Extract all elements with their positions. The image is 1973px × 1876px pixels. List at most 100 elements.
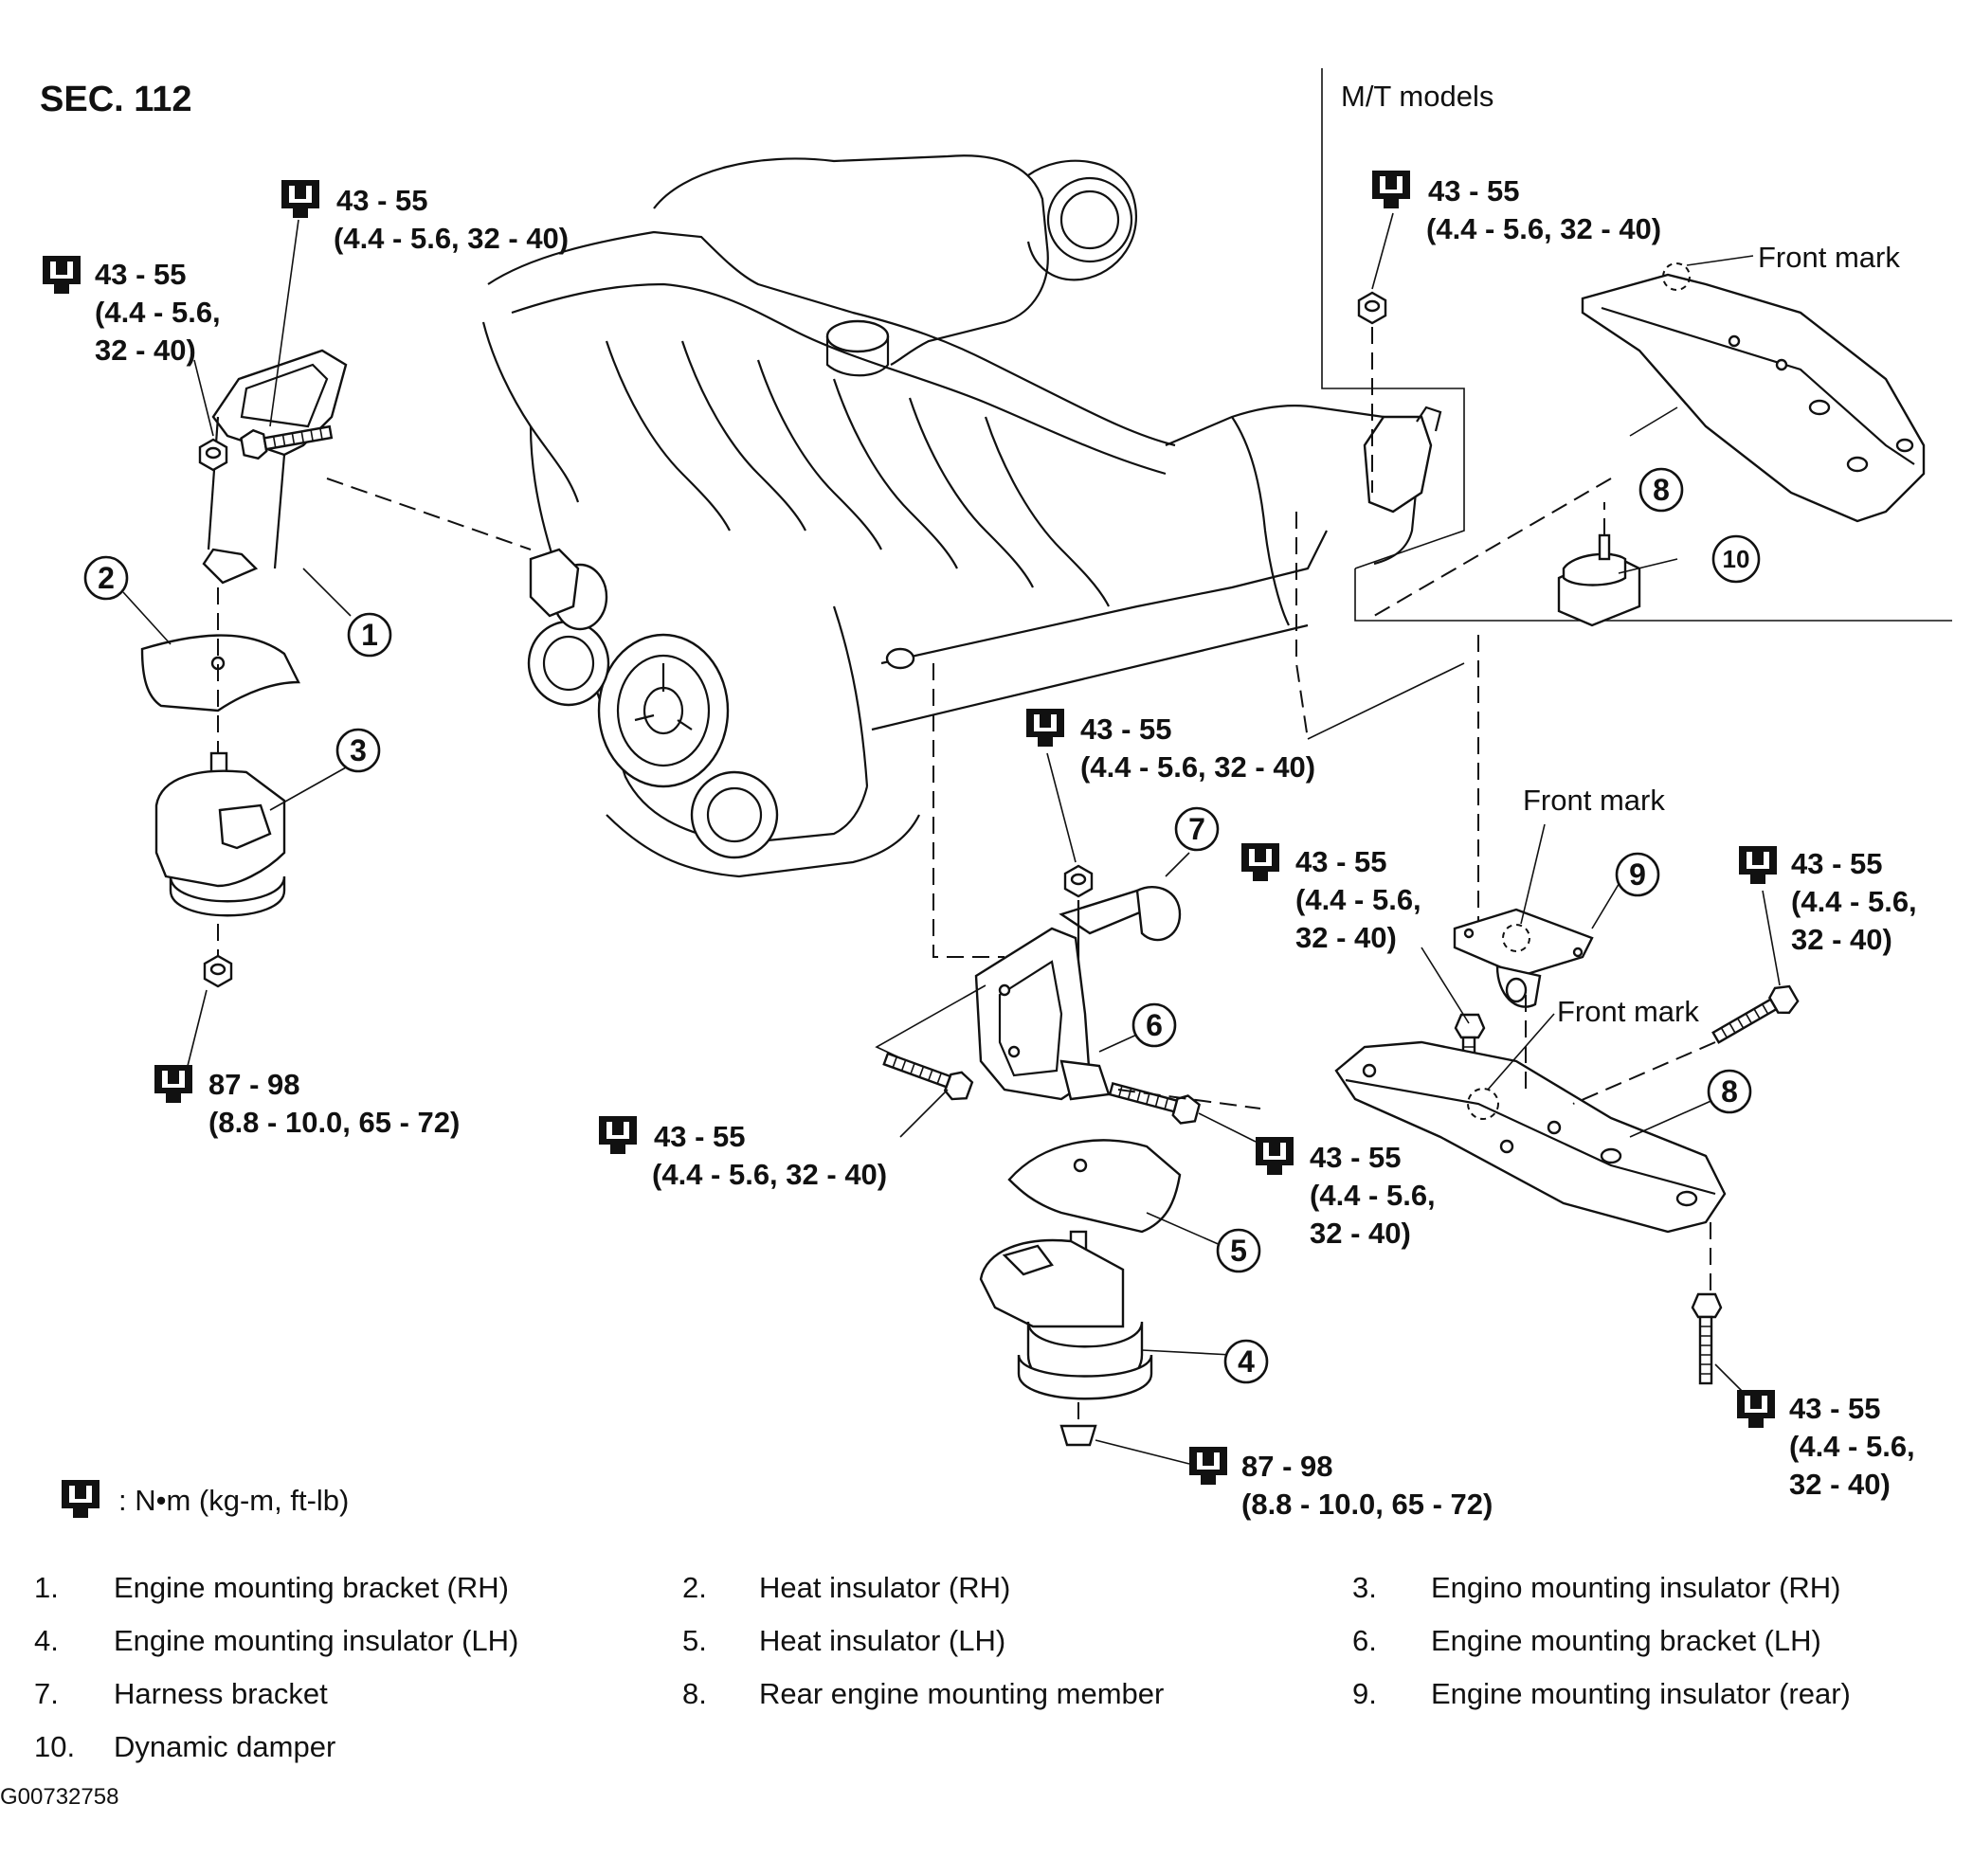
legend-text: Heat insulator (LH) (759, 1624, 1006, 1657)
figure-code: G00732758 (0, 1784, 118, 1810)
legend-text: Engine mounting insulator (LH) (114, 1624, 519, 1657)
svg-text:5: 5 (1230, 1234, 1247, 1268)
engine-assembly (481, 154, 1442, 878)
mt-models-label: M/T models (1341, 80, 1493, 113)
rh-mount-group (122, 349, 532, 1067)
torque-note-9: 43 - 55 (4.4 - 5.6, 32 - 40) (1198, 1112, 1436, 1250)
callout-7: 7 (1174, 806, 1220, 852)
callout-1: 1 (347, 612, 392, 658)
legend-number: 10. (34, 1730, 76, 1763)
callout-8-inset: 8 (1638, 467, 1684, 513)
torque-note-3: 43 - 55 (4.4 - 5.6, 32 - 40) (1371, 171, 1661, 290)
legend-text: Harness bracket (114, 1677, 328, 1710)
svg-text:: N•m (kg-m, ft-lb): : N•m (kg-m, ft-lb) (118, 1484, 349, 1517)
svg-text:87 - 98: 87 - 98 (208, 1068, 300, 1101)
svg-text:7: 7 (1188, 812, 1205, 846)
section-title: SEC. 112 (40, 80, 192, 119)
svg-text:32 - 40): 32 - 40) (1295, 921, 1397, 954)
legend-text: Rear engine mounting member (759, 1677, 1165, 1710)
svg-text:10: 10 (1723, 545, 1750, 573)
legend-number: 6. (1352, 1624, 1377, 1657)
heat-insulator-rh (140, 634, 300, 713)
front-mark-label-inset: Front mark (1758, 241, 1900, 274)
svg-text:43 - 55: 43 - 55 (1789, 1392, 1881, 1425)
svg-text:43 - 55: 43 - 55 (1295, 845, 1387, 878)
torque-note-11: 43 - 55 (4.4 - 5.6, 32 - 40) (1737, 1390, 1915, 1501)
callout-3: 3 (335, 728, 381, 773)
svg-text:4: 4 (1238, 1344, 1255, 1379)
callout-6: 6 (1131, 1002, 1177, 1048)
svg-text:32 - 40): 32 - 40) (1791, 923, 1892, 956)
rear-member-inset (1581, 262, 1926, 523)
svg-text:(8.8 - 10.0, 65 - 72): (8.8 - 10.0, 65 - 72) (1241, 1488, 1493, 1521)
legend-text: Dynamic damper (114, 1730, 336, 1763)
svg-text:(4.4 - 5.6,: (4.4 - 5.6, (95, 296, 221, 329)
callout-2: 2 (83, 555, 129, 601)
engine-mounting-insulator-rh (154, 751, 286, 917)
torque-note-10: 87 - 98 (8.8 - 10.0, 65 - 72) (1189, 1447, 1493, 1521)
svg-text:43 - 55: 43 - 55 (336, 184, 428, 217)
legend-number: 7. (34, 1677, 59, 1710)
engine-mounting-bracket-rh (202, 349, 348, 585)
svg-text:43 - 55: 43 - 55 (1310, 1141, 1402, 1174)
svg-text:(4.4 - 5.6, 32 - 40): (4.4 - 5.6, 32 - 40) (1080, 750, 1315, 784)
legend-text: Engine mounting bracket (RH) (114, 1571, 509, 1604)
svg-text:1: 1 (361, 618, 378, 652)
legend-text: Engine mounting insulator (rear) (1431, 1677, 1851, 1710)
svg-text:(4.4 - 5.6,: (4.4 - 5.6, (1310, 1179, 1436, 1212)
svg-text:43 - 55: 43 - 55 (1080, 713, 1172, 746)
svg-text:3: 3 (350, 733, 367, 767)
svg-text:(4.4 - 5.6, 32 - 40): (4.4 - 5.6, 32 - 40) (1426, 212, 1661, 245)
svg-text:6: 6 (1146, 1008, 1163, 1042)
legend-number: 9. (1352, 1677, 1377, 1710)
svg-text:32 - 40): 32 - 40) (95, 334, 196, 367)
front-mark-label-8: Front mark (1557, 995, 1699, 1028)
callout-9: 9 (1615, 852, 1660, 897)
svg-text:(4.4 - 5.6,: (4.4 - 5.6, (1789, 1430, 1915, 1463)
svg-text:43 - 55: 43 - 55 (1791, 847, 1883, 880)
svg-text:(4.4 - 5.6, 32 - 40): (4.4 - 5.6, 32 - 40) (652, 1158, 887, 1191)
callout-8: 8 (1707, 1069, 1752, 1114)
dynamic-damper (1557, 502, 1641, 627)
svg-text:(8.8 - 10.0, 65 - 72): (8.8 - 10.0, 65 - 72) (208, 1106, 460, 1139)
engine-mounting-insulator-lh (979, 1230, 1153, 1400)
svg-text:(4.4 - 5.6,: (4.4 - 5.6, (1791, 885, 1917, 918)
svg-text:32 - 40): 32 - 40) (1789, 1468, 1891, 1501)
front-mark-label-9: Front mark (1523, 784, 1665, 817)
torque-note-5: 43 - 55 (4.4 - 5.6, 32 - 40) (1026, 709, 1315, 863)
legend-number: 2. (682, 1571, 707, 1604)
mt-models-inset: M/T models Front mark (1295, 68, 1952, 627)
svg-text:9: 9 (1629, 857, 1646, 892)
legend-text: Heat insulator (RH) (759, 1571, 1011, 1604)
legend-number: 8. (682, 1677, 707, 1710)
torque-note-6: 43 - 55 (4.4 - 5.6, 32 - 40) (599, 1089, 949, 1191)
legend-number: 3. (1352, 1571, 1377, 1604)
legend-text: Engino mounting insulator (RH) (1431, 1571, 1841, 1604)
rear-mount-group (1334, 823, 1802, 1394)
svg-text:2: 2 (98, 561, 115, 595)
legend-number: 1. (34, 1571, 59, 1604)
torque-note-2: 43 - 55 (4.4 - 5.6, 32 - 40) (43, 256, 221, 437)
svg-text:87 - 98: 87 - 98 (1241, 1450, 1333, 1483)
unit-legend: : N•m (kg-m, ft-lb) (62, 1480, 349, 1518)
callout-4: 4 (1223, 1339, 1269, 1384)
callout-5: 5 (1216, 1228, 1261, 1273)
svg-text:8: 8 (1653, 473, 1670, 507)
legend-text: Engine mounting bracket (LH) (1431, 1624, 1821, 1657)
engine-mounting-insulator-rear (1453, 908, 1594, 1008)
svg-text:(4.4 - 5.6,: (4.4 - 5.6, (1295, 883, 1421, 916)
svg-text:43 - 55: 43 - 55 (95, 258, 187, 291)
torque-note-4: 87 - 98 (8.8 - 10.0, 65 - 72) (154, 1065, 460, 1139)
svg-text:(4.4 - 5.6, 32 - 40): (4.4 - 5.6, 32 - 40) (334, 222, 569, 255)
engine-mounting-bracket-lh (974, 927, 1111, 1101)
svg-text:32 - 40): 32 - 40) (1310, 1217, 1411, 1250)
torque-note-8: 43 - 55 (4.4 - 5.6, 32 - 40) (1739, 846, 1917, 986)
svg-text:8: 8 (1721, 1074, 1738, 1109)
heat-insulator-lh (1007, 1139, 1182, 1234)
torque-note-7: 43 - 55 (4.4 - 5.6, 32 - 40) (1241, 843, 1421, 954)
harness-bracket (1059, 886, 1182, 942)
legend-number: 4. (34, 1624, 59, 1657)
svg-text:43 - 55: 43 - 55 (1428, 174, 1520, 207)
